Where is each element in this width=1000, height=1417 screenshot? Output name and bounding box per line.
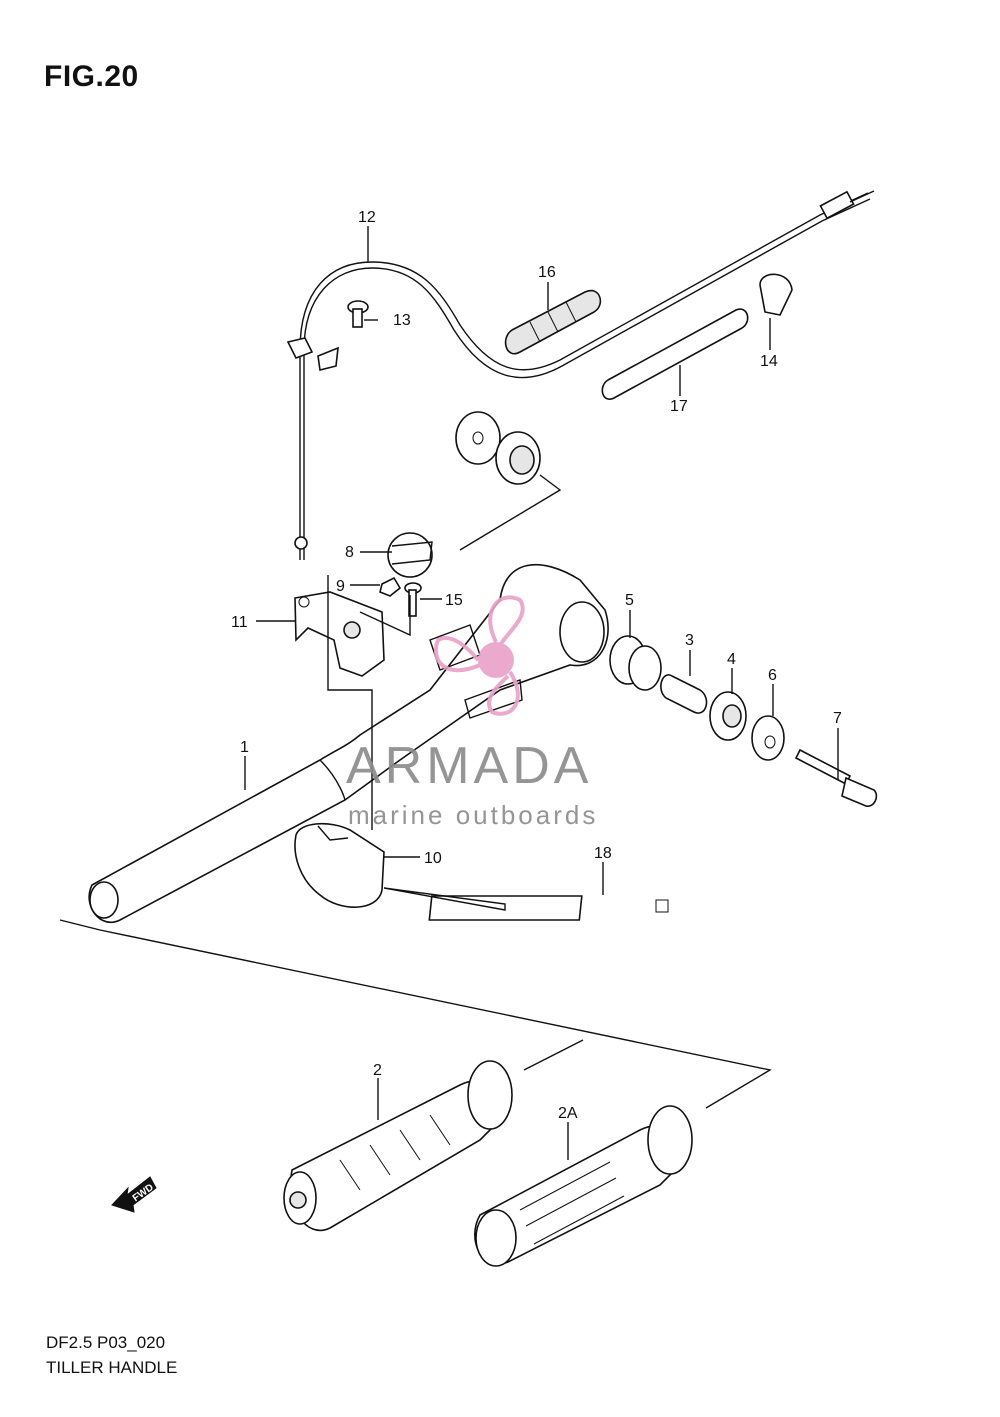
part-label-15: 15 (445, 592, 463, 609)
part-label-17: 17 (670, 398, 688, 415)
assembly-outline (59, 474, 772, 1109)
clamp-14 (759, 273, 793, 316)
screw-13 (347, 300, 369, 328)
tube-17 (601, 308, 749, 400)
part-label-6: 6 (768, 667, 777, 684)
part-label-7: 7 (833, 710, 842, 727)
washer-upper (455, 411, 541, 485)
part-label-2a: 2A (558, 1105, 578, 1122)
watermark-brand: ARMADA (346, 737, 592, 795)
figure-title: FIG.20 (44, 60, 139, 93)
part-label-3: 3 (685, 632, 694, 649)
collar-3 (660, 674, 708, 714)
leader-lines (244, 226, 839, 1160)
bushing-5 (609, 635, 662, 691)
bracket-lower-10 (294, 822, 385, 908)
cable-protector-16 (504, 289, 602, 355)
part-label-13: 13 (393, 312, 411, 329)
part-label-10: 10 (424, 850, 442, 867)
part-label-5: 5 (625, 592, 634, 609)
bolt-15 (404, 582, 422, 617)
part-label-16: 16 (538, 264, 556, 281)
bracket-upper-11 (294, 591, 385, 677)
decal-18 (428, 895, 669, 921)
throttle-cable (286, 190, 875, 560)
tiller-handle-1 (88, 563, 609, 923)
friction-knob-8 (387, 532, 433, 578)
part-label-12: 12 (358, 209, 376, 226)
part-label-4: 4 (727, 651, 736, 668)
part-label-11: 11 (231, 614, 248, 631)
bolt-7 (794, 748, 878, 807)
grip-2 (283, 1060, 513, 1231)
part-label-8: 8 (345, 544, 354, 561)
part-labels: 1 2 2A 3 4 5 6 7 8 9 10 11 12 13 14 15 1… (231, 209, 842, 1122)
watermark-tagline: marine outboards (348, 800, 598, 830)
nut-9 (379, 576, 402, 597)
part-label-14: 14 (760, 353, 778, 370)
watermark: ARMADA marine outboards (346, 595, 598, 830)
part-label-9: 9 (336, 578, 345, 595)
forward-arrow-icon: FWD (111, 1176, 157, 1213)
washer-6 (751, 715, 785, 761)
propeller-logo-icon (433, 595, 525, 716)
part-label-1: 1 (240, 739, 249, 756)
part-label-18: 18 (594, 845, 612, 862)
grip-2a (474, 1105, 693, 1267)
figure-name: TILLER HANDLE (46, 1358, 178, 1377)
figure-code: DF2.5 P03_020 (46, 1333, 166, 1352)
part-label-2: 2 (373, 1062, 382, 1079)
washer-4 (709, 691, 747, 741)
